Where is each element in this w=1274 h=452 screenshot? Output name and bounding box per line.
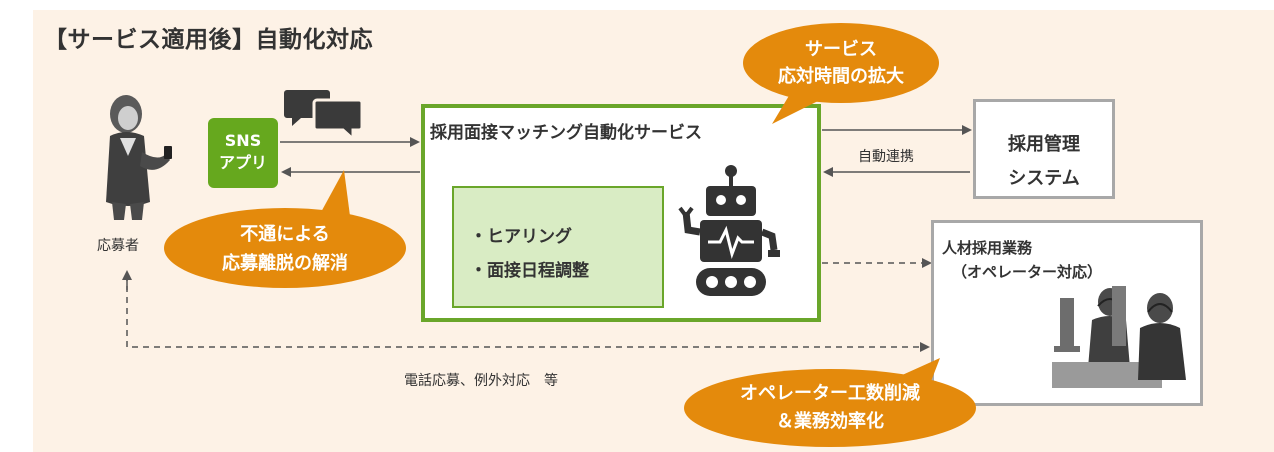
callout-service-time: サービス 応対時間の拡大 <box>743 36 939 90</box>
callout-dropout-shape <box>164 170 406 288</box>
callout-service-time-line1: サービス <box>805 39 877 60</box>
service-items-box <box>452 186 664 308</box>
sns-app-box: SNS アプリ <box>208 118 278 188</box>
service-item-scheduling: ・面接日程調整 <box>470 261 589 281</box>
operators-icon <box>1052 286 1186 388</box>
applicant-figure-icon <box>106 95 172 220</box>
sns-label-line1: SNS <box>224 131 262 150</box>
arrow-phone-loop <box>126 275 930 352</box>
callout-dropout-line1: 不通による <box>240 224 330 245</box>
phone-exception-label: 電話応募、例外対応 等 <box>404 373 558 389</box>
callout-operator-line1: オペレーター工数削減 <box>740 383 920 404</box>
recruit-system-line1: 採用管理 <box>1008 134 1080 155</box>
service-item-hearing: ・ヒアリング <box>470 227 572 247</box>
auto-link-label: 自動連携 <box>858 149 914 165</box>
recruit-system-label: 採用管理 システム <box>973 128 1115 196</box>
main-service-title: 採用面接マッチング自動化サービス <box>430 123 702 143</box>
page-title: 【サービス適用後】自動化対応 <box>44 27 373 53</box>
recruit-system-box <box>973 99 1115 199</box>
callout-operator: オペレーター工数削減 ＆業務効率化 <box>684 380 976 436</box>
hr-work-line1: 人材採用業務 <box>942 239 1033 257</box>
callout-service-time-line2: 応対時間の拡大 <box>778 66 904 87</box>
applicant-label: 応募者 <box>97 238 139 254</box>
robot-icon <box>678 165 780 296</box>
hr-work-label: 人材採用業務 （オペレーター対応） <box>942 236 1102 284</box>
callout-operator-shape <box>684 358 976 447</box>
hr-work-line2: （オペレーター対応） <box>952 263 1103 281</box>
sns-label-line2: アプリ <box>218 153 267 172</box>
chat-bubbles-icon <box>284 90 364 140</box>
callout-service-time-shape <box>743 23 939 124</box>
recruit-system-line2: システム <box>1008 168 1080 189</box>
callout-operator-line2: ＆業務効率化 <box>776 411 884 432</box>
callout-dropout-line2: 応募離脱の解消 <box>222 253 348 274</box>
callout-dropout: 不通による 応募離脱の解消 <box>164 220 406 278</box>
